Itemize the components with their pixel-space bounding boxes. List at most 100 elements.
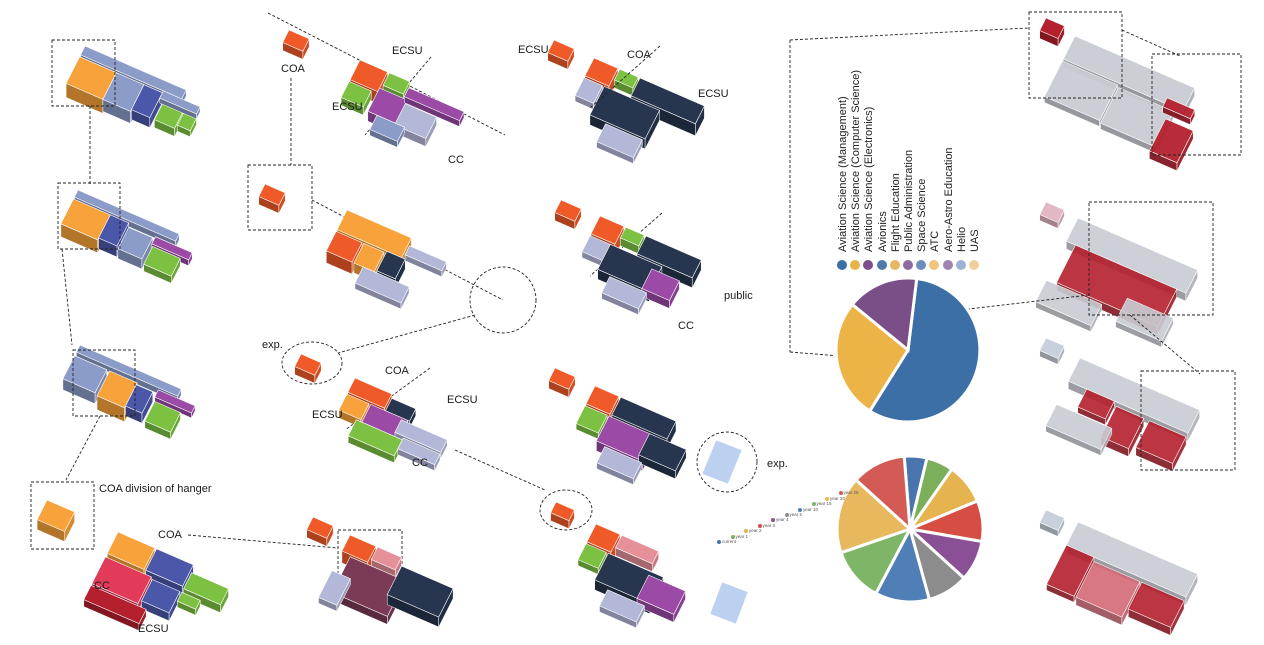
building-d3-block-4: [1045, 403, 1113, 456]
legend-swatch-8: [942, 260, 953, 270]
building-a4: [83, 531, 229, 631]
legend-swatch-2: [863, 260, 874, 270]
legend-label-2: Aviation Science (Electronics): [863, 106, 876, 252]
coa-block-c4: [550, 501, 575, 530]
exp-pad-c4: [709, 581, 749, 625]
building-a4-block-6: [83, 585, 147, 631]
building-c2-block-5: [641, 268, 680, 309]
coa-block-3: [306, 516, 334, 547]
ghost-block-d2: [1039, 201, 1065, 229]
label-cc-4: CC: [94, 580, 110, 592]
building-b4: [318, 534, 454, 628]
legend-label-0: Aviation Science (Management): [837, 96, 849, 252]
year-swatch-5: [784, 513, 789, 517]
callout-box-a3: [72, 349, 136, 417]
label-coa-1: COA: [281, 63, 305, 75]
legend-label-8: Aero-Astro Education: [942, 147, 955, 252]
legend-label-3: Avionics: [876, 211, 889, 252]
callout-box-d1: [1028, 11, 1123, 99]
year-label-3: year 3: [762, 522, 776, 528]
ghost-box-d2: [1039, 201, 1065, 229]
building-a3-block-4: [154, 389, 196, 419]
callout-box-a2: [57, 182, 121, 250]
year-label-1: year 1: [735, 533, 749, 539]
building-c1-block-3: [574, 77, 603, 110]
coa-box-c3: [548, 367, 576, 398]
year-swatch-8: [825, 496, 829, 501]
exp-block-1: [294, 353, 322, 384]
building-d1-block-1: [1043, 60, 1119, 127]
leader-line: [267, 12, 506, 136]
building-c3-block-5: [596, 446, 642, 486]
year-swatch-6: [798, 507, 802, 512]
building-c3-block-4: [638, 433, 687, 480]
label-coa-3: COA: [385, 365, 409, 377]
building-d1-block-3: [1162, 97, 1196, 126]
pie-phasing-slice-year-25: [853, 454, 912, 533]
building-a4-block-4: [141, 579, 181, 622]
label-ecsu-3: ECSU: [518, 44, 549, 56]
year-swatch-2: [744, 529, 748, 534]
red-block-d1: [1039, 17, 1065, 47]
building-b2-block-5: [354, 266, 410, 310]
building-c3-block-2: [575, 405, 608, 440]
building-d2-block-2: [1035, 279, 1103, 333]
building-b2-block-4: [404, 245, 447, 278]
building-c2-block-6: [601, 276, 647, 316]
building-d3-block-1: [1077, 388, 1115, 426]
label-public: public: [724, 290, 753, 302]
building-d1-block-4: [1148, 118, 1194, 172]
label-ecsu-4: ECSU: [698, 88, 729, 100]
label-coa-4: COA: [158, 529, 182, 541]
year-label-2: year 2: [749, 528, 762, 534]
coa-block-2: [258, 183, 286, 214]
legend-label-1: Aviation Science (Computer Science): [850, 70, 863, 252]
legend-label-6: Space Science: [916, 178, 929, 252]
label-exp-2: exp.: [767, 458, 788, 470]
building-d3: [1045, 357, 1201, 472]
legend-swatch-4: [889, 260, 900, 270]
callout-box-coa-division: [30, 481, 95, 550]
label-cc-2: CC: [678, 320, 694, 332]
building-a2-block-2: [98, 214, 130, 258]
ecsu-block-c1: [547, 39, 575, 70]
building-a4-block-2: [183, 572, 229, 614]
legend-label-10: UAS: [969, 229, 981, 252]
building-b3: [338, 377, 448, 472]
exp-box-1: [294, 353, 322, 384]
pie-programs-slice-aviation-science-electronics-: [850, 276, 919, 353]
building-a1-block-3: [130, 84, 163, 128]
callout-box-d3: [1140, 370, 1236, 471]
legend-swatch-9: [955, 260, 966, 270]
legend-swatch-0: [837, 260, 847, 270]
program-legend: Aviation Science (Management)Aviation Sc…: [837, 62, 988, 272]
building-b1: [340, 59, 465, 148]
year-label-6: year 10: [803, 506, 819, 512]
building-d1: [1043, 35, 1196, 172]
building-c3: [575, 385, 687, 486]
leader-line: [454, 449, 546, 491]
callout-circle-exp-2: [696, 431, 758, 493]
label-coa-2: COA: [627, 49, 651, 61]
pie-programs-slice-aviation-science-computer-science-: [834, 302, 910, 414]
building-d4: [1046, 521, 1199, 636]
label-cc-3: CC: [412, 457, 428, 469]
building-b1-block-2: [340, 81, 372, 116]
legend-label-4: Flight Education: [889, 173, 902, 252]
red-box-d1: [1039, 17, 1065, 47]
callout-box-b2: [247, 164, 313, 231]
coa-division-block: [36, 499, 76, 542]
pie-phasing-slice-year-20: [835, 477, 913, 555]
building-a2-block-5: [143, 246, 181, 284]
building-b1-block-4: [403, 87, 465, 127]
building-b4-block-4: [318, 570, 351, 612]
coa-box-c4: [550, 501, 575, 530]
label-ecsu-7: ECSU: [138, 623, 169, 635]
leader-line: [789, 27, 1030, 41]
year-swatch-9: [838, 491, 843, 496]
coa-block-c3: [548, 367, 576, 398]
pie-phasing: [835, 454, 985, 604]
leader-line: [65, 415, 101, 481]
